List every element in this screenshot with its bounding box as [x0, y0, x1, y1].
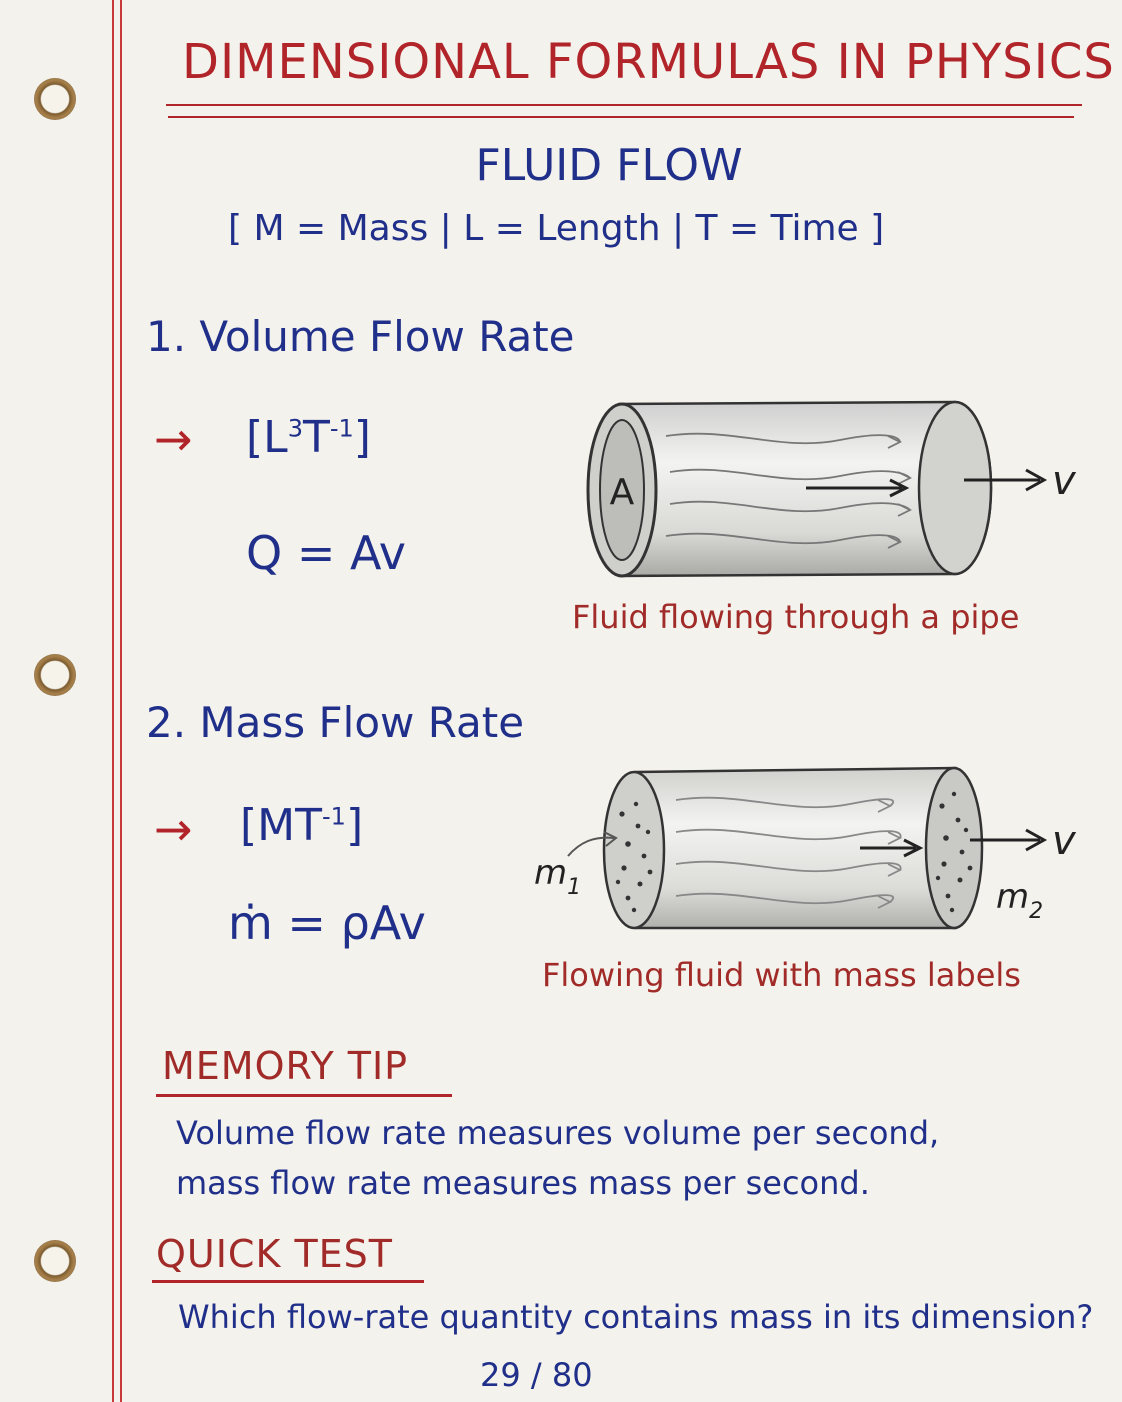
memory-tip-underline [156, 1094, 452, 1097]
pipe-diagram-mass: v m1 m2 [534, 766, 1077, 930]
pipe-diagram-volume: A v [586, 400, 1077, 578]
equation-mass-flow: ṁ = ρAv [228, 896, 426, 950]
title-underline-1 [166, 104, 1082, 106]
section-heading-mass-flow: 2. Mass Flow Rate [146, 698, 525, 747]
page-number: 29 / 80 [480, 1356, 593, 1394]
mass-out-label: m2 [996, 877, 1043, 924]
margin-line-left [112, 0, 114, 1402]
quick-test-question: Which flow-rate quantity contains mass i… [178, 1298, 1094, 1336]
dimension-volume-flow: [L3T-1] [246, 412, 371, 463]
memory-tip-line-2: mass flow rate measures mass per second. [176, 1164, 870, 1202]
quick-test-underline [152, 1280, 424, 1283]
memory-tip-line-1: Volume flow rate measures volume per sec… [176, 1114, 940, 1152]
binder-hole-middle [34, 654, 76, 696]
mass-in-label: m1 [534, 853, 581, 900]
binder-hole-top [34, 78, 76, 120]
caption-volume-flow: Fluid flowing through a pipe [572, 598, 1020, 636]
margin-line-right [120, 0, 122, 1402]
arrow-icon: → [154, 412, 193, 466]
section-heading-volume-flow: 1. Volume Flow Rate [146, 312, 575, 361]
binder-hole-bottom [34, 1240, 76, 1282]
arrow-icon: → [154, 802, 193, 856]
quick-test-heading: QUICK TEST [156, 1232, 394, 1276]
memory-tip-heading: MEMORY TIP [162, 1044, 409, 1088]
velocity-label: v [1052, 818, 1077, 864]
equation-volume-flow: Q = Av [246, 526, 406, 580]
dimension-mass-flow: [MT-1] [240, 800, 364, 851]
area-label: A [610, 472, 635, 513]
velocity-label: v [1052, 458, 1077, 504]
title-underline-2 [168, 116, 1074, 118]
topic-subtitle: FLUID FLOW [475, 140, 743, 191]
page-title: DIMENSIONAL FORMULAS IN PHYSICS [182, 34, 1115, 90]
symbol-legend: [ M = Mass | L = Length | T = Time ] [228, 208, 885, 249]
caption-mass-flow: Flowing fluid with mass labels [542, 956, 1021, 994]
